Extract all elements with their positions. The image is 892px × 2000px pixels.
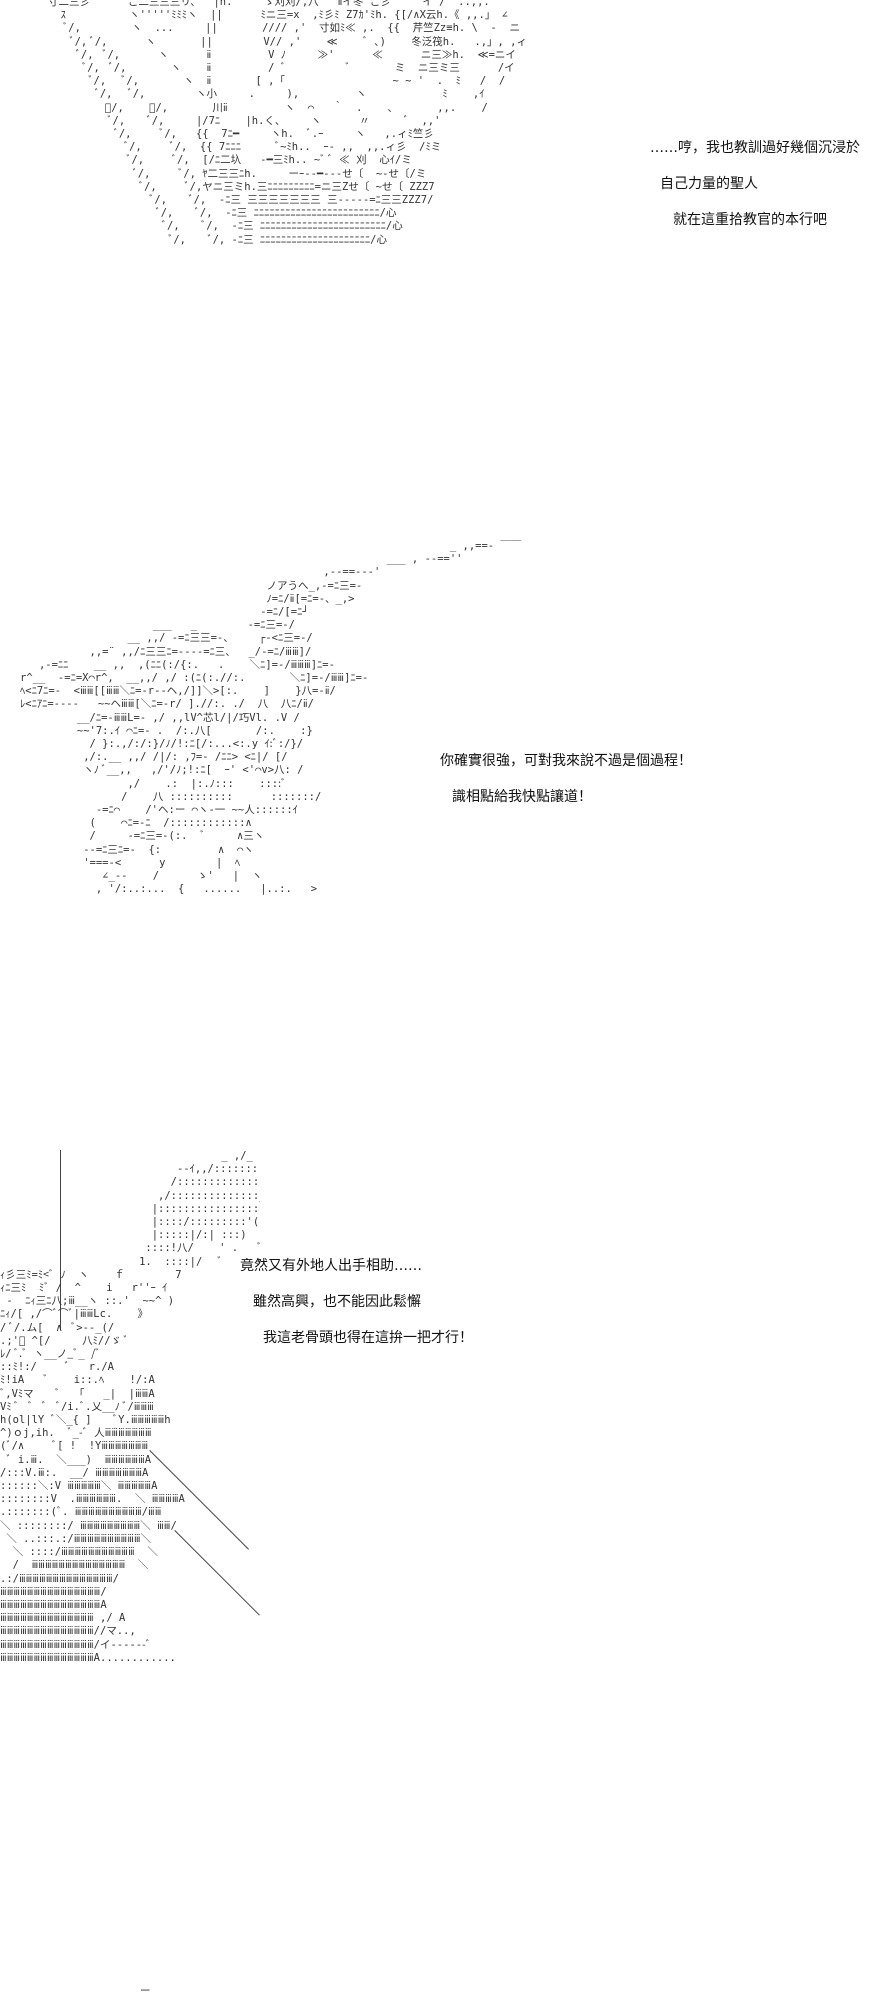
dialog-line-2: 自己力量的聖人 [660, 176, 758, 192]
ascii-art-lancer-figure: _ ,,==- ￣￣ ___ , --=='' ,--==---' ノアうへ_,… [20, 540, 522, 896]
ascii-art-armored-figure: 寸二三彡 こ二三三三リ、 |h. ゞ刈刈/,八 ⅱイ冬 こ彡 イ / ..,,.… [48, 0, 527, 246]
ascii-art-old-warrior: _ ,/_ --ｲ,,/:::::::::::::.> /:::::::::::… [0, 1150, 260, 1664]
dialog-line-2: 雖然高興，也不能因此鬆懈 [253, 1294, 421, 1310]
dialog-line-1: 竟然又有外地人出手相助…… [240, 1258, 422, 1274]
panel-2: _ ,,==- ￣￣ ___ , --=='' ,--==---' ノアうへ_,… [0, 540, 892, 960]
panel-border-line [60, 1150, 61, 1330]
panel-4: ー [0, 1985, 892, 2000]
dialog-line-1: 你確實很強，可對我來說不過是個過程！ [440, 753, 692, 769]
panel-1: 寸二三彡 こ二三三三リ、 |h. ゞ刈刈/,八 ⅱイ冬 こ彡 イ / ..,,.… [0, 0, 892, 360]
ascii-art-fragment: ー [140, 1985, 151, 1997]
dialog-line-3: 就在這重拾教官的本行吧 [673, 212, 827, 228]
dialog-line-2: 識相點給我快點讓道！ [452, 789, 592, 805]
panel-3: _ ,/_ --ｲ,,/:::::::::::::.> /:::::::::::… [0, 1150, 892, 1810]
dialog-line-1: ……哼，我也教訓過好幾個沉浸於 [650, 140, 860, 156]
dialog-line-3: 我這老骨頭也得在這拚一把才行！ [263, 1330, 473, 1346]
